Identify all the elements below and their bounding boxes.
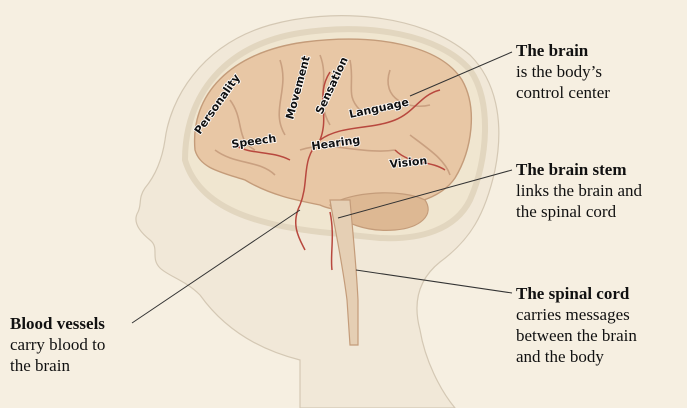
- callout-brain: The brain is the body’s control center: [516, 40, 610, 103]
- blood-vessels: [234, 71, 446, 271]
- callout-brain-stem-line: links the brain and: [516, 181, 643, 200]
- leader-line-brain-stem: [337, 169, 513, 219]
- callout-brain-stem-title: The brain stem: [516, 160, 627, 179]
- callout-spinal-cord-line: carries messages: [516, 305, 630, 324]
- callout-blood-vessels-line: the brain: [10, 356, 70, 375]
- callout-blood-vessels: Blood vessels carry blood to the brain: [10, 313, 105, 376]
- leader-line-spinal-cord: [355, 269, 513, 294]
- callout-spinal-cord: The spinal cord carries messages between…: [516, 283, 637, 367]
- callout-blood-vessels-title: Blood vessels: [10, 314, 105, 333]
- callout-brain-line: is the body’s: [516, 62, 602, 81]
- callout-brain-line: control center: [516, 83, 610, 102]
- leader-line-brain: [409, 51, 513, 97]
- leader-line-blood-vessels: [131, 209, 301, 324]
- region-vision: Vision: [389, 154, 428, 171]
- callout-brain-stem: The brain stem links the brain and the s…: [516, 159, 642, 222]
- callout-brain-stem-line: the spinal cord: [516, 202, 617, 221]
- callout-spinal-cord-line: between the brain: [516, 326, 637, 345]
- callout-blood-vessels-line: carry blood to: [10, 335, 106, 354]
- spinal-cord: [329, 199, 359, 346]
- cerebellum: [329, 192, 429, 231]
- callout-spinal-cord-title: The spinal cord: [516, 284, 630, 303]
- callout-spinal-cord-line: and the body: [516, 347, 604, 366]
- callout-brain-title: The brain: [516, 41, 589, 60]
- brain-folds: [214, 54, 451, 176]
